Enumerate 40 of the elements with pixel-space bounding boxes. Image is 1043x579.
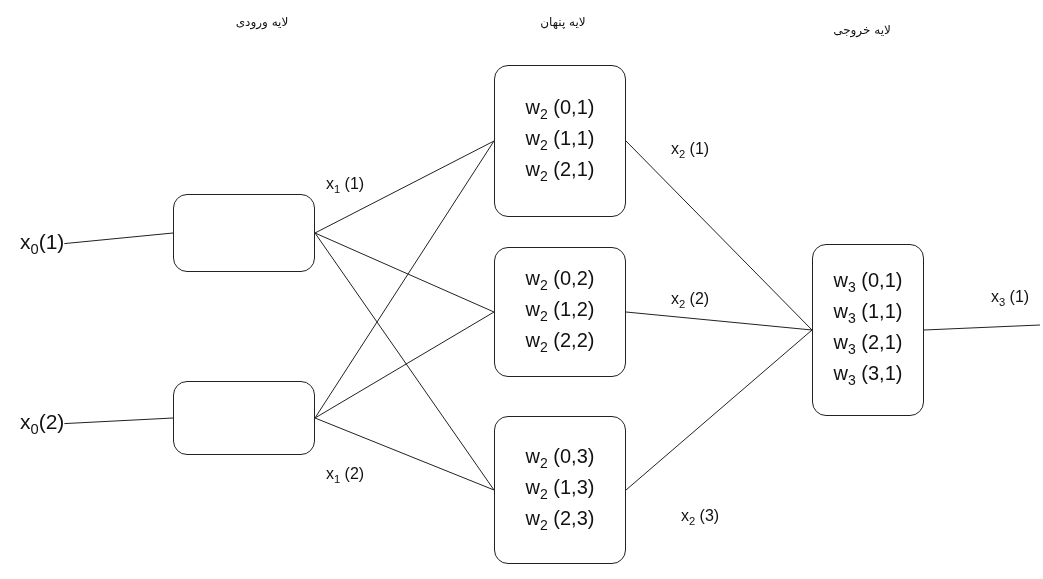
edge-label: x$_{2}$ (3)	[679, 506, 721, 528]
connector-line	[63, 232, 174, 245]
layer-title: لایه ورودی	[235, 15, 289, 29]
weight-label: w$_{2}$ (2,1)	[525, 156, 595, 186]
connector-line	[625, 140, 813, 331]
neuron-box	[494, 247, 626, 377]
neuron-box	[494, 65, 626, 217]
connector-line	[314, 232, 495, 313]
weight-label: w$_{2}$ (1,2)	[525, 296, 595, 326]
weight-label: w$_{2}$ (0,1)	[525, 94, 595, 124]
weight-label: w$_{3}$ (1,1)	[833, 299, 903, 328]
connector-line	[625, 329, 813, 491]
weight-label: w$_{2}$ (0,2)	[525, 265, 595, 295]
edge-label: x$_{3}$ (1)	[989, 287, 1031, 309]
weight-label: w$_{3}$ (2,1)	[833, 330, 903, 359]
connector-line	[314, 232, 495, 491]
weight-label: w$_{2}$ (1,1)	[525, 125, 595, 155]
weight-label: w$_{2}$ (0,3)	[525, 443, 595, 473]
connector-line	[63, 417, 174, 425]
edge-label: x$_{1}$ (2)	[324, 464, 366, 486]
empty-box	[173, 381, 315, 455]
connector-line	[923, 324, 1041, 331]
neuron-box	[812, 244, 924, 416]
weight-label: w$_{2}$ (2,2)	[525, 327, 595, 357]
connector-line	[314, 417, 495, 491]
connector-line	[314, 140, 495, 419]
edge-label: x$_{1}$ (1)	[324, 174, 366, 196]
weight-label: w$_{3}$ (3,1)	[833, 361, 903, 390]
weight-label: w$_{2}$ (1,3)	[525, 474, 595, 504]
neuron-box	[494, 416, 626, 564]
empty-box	[173, 194, 315, 272]
weight-label: w$_{3}$ (0,1)	[833, 268, 903, 297]
layer-title: لایه پنهان	[540, 15, 586, 29]
connector-line	[314, 140, 495, 234]
edge-label: x$_{2}$ (2)	[669, 289, 711, 311]
layer-title: لایه خروجی	[833, 23, 891, 37]
connector-line	[314, 311, 495, 419]
edge-label: x$_{2}$ (1)	[669, 139, 711, 161]
connector-line	[625, 311, 813, 331]
weight-label: w$_{2}$ (2,3)	[525, 505, 595, 535]
